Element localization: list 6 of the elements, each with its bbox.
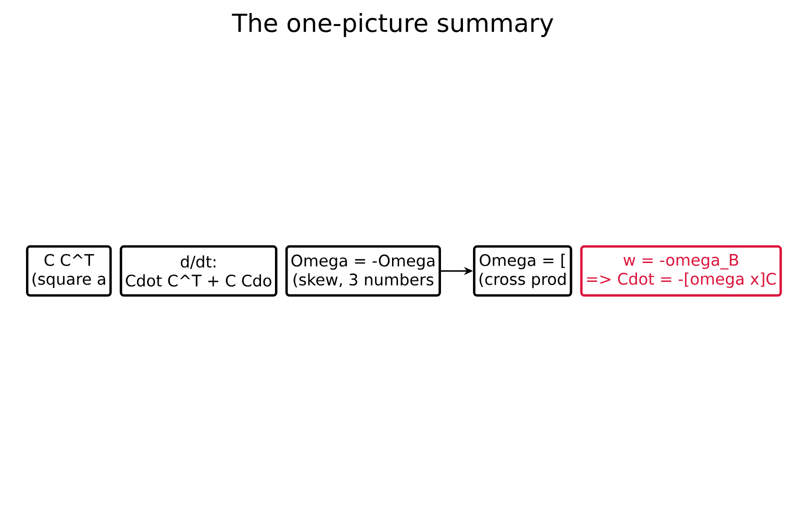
process-box: Omega = -Omega (skew, 3 numbers — [285, 245, 441, 297]
highlight-box: w = -omega_B => Cdot = -[omega x]C — [580, 245, 782, 297]
process-box: d/dt: Cdot C^T + C Cdo — [120, 245, 278, 297]
process-box: Omega = [ (cross prod — [473, 245, 572, 297]
title: The one-picture summary — [232, 12, 554, 38]
process-box: C C^T (square a — [26, 245, 112, 297]
